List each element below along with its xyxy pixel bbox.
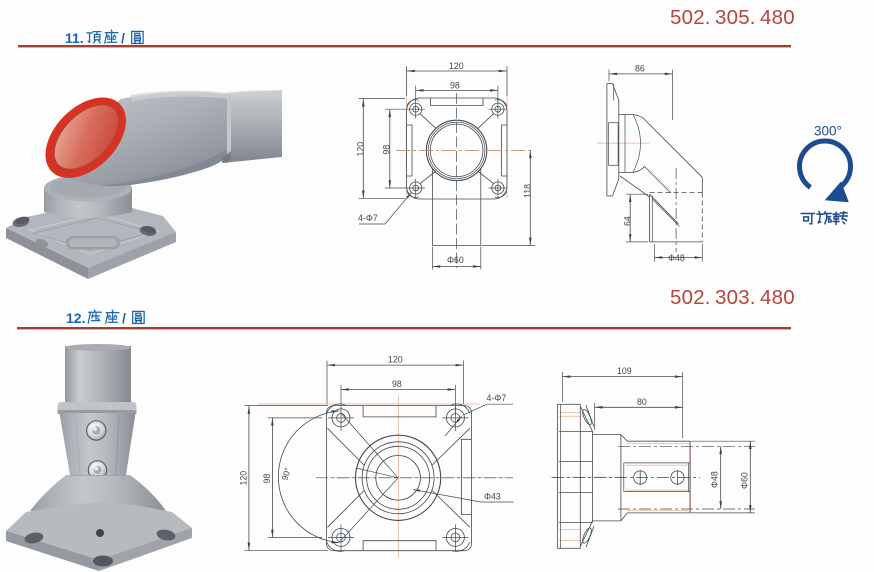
svg-text:502. 305. 480: 502. 305. 480	[670, 6, 795, 29]
svg-text:98: 98	[382, 145, 392, 155]
svg-text:109: 109	[617, 366, 632, 376]
svg-text:120: 120	[356, 142, 366, 157]
svg-text:120: 120	[388, 355, 403, 365]
svg-text:98: 98	[450, 81, 460, 91]
svg-text:86: 86	[635, 64, 645, 74]
svg-text:502. 303. 480: 502. 303. 480	[670, 286, 795, 309]
svg-text:4-Φ7: 4-Φ7	[358, 213, 378, 223]
svg-text:/: /	[121, 30, 125, 46]
svg-text:Φ48: Φ48	[668, 253, 685, 263]
svg-text:4-Φ7: 4-Φ7	[487, 393, 507, 403]
svg-text:11.: 11.	[65, 30, 84, 46]
svg-text:90°: 90°	[279, 466, 292, 481]
svg-text:Φ48: Φ48	[710, 471, 720, 488]
svg-text:118: 118	[523, 184, 533, 198]
svg-text:64: 64	[623, 216, 633, 226]
svg-text:120: 120	[449, 61, 464, 71]
svg-text:Φ60: Φ60	[740, 472, 750, 489]
svg-text:120: 120	[239, 471, 249, 486]
svg-text:80: 80	[637, 397, 647, 407]
svg-text:/: /	[122, 310, 126, 326]
svg-text:98: 98	[262, 474, 272, 484]
svg-text:Φ43: Φ43	[484, 492, 501, 502]
svg-text:12.: 12.	[66, 310, 85, 326]
svg-text:98: 98	[392, 379, 402, 389]
svg-text:Φ60: Φ60	[447, 255, 464, 265]
svg-text:300°: 300°	[814, 124, 842, 139]
